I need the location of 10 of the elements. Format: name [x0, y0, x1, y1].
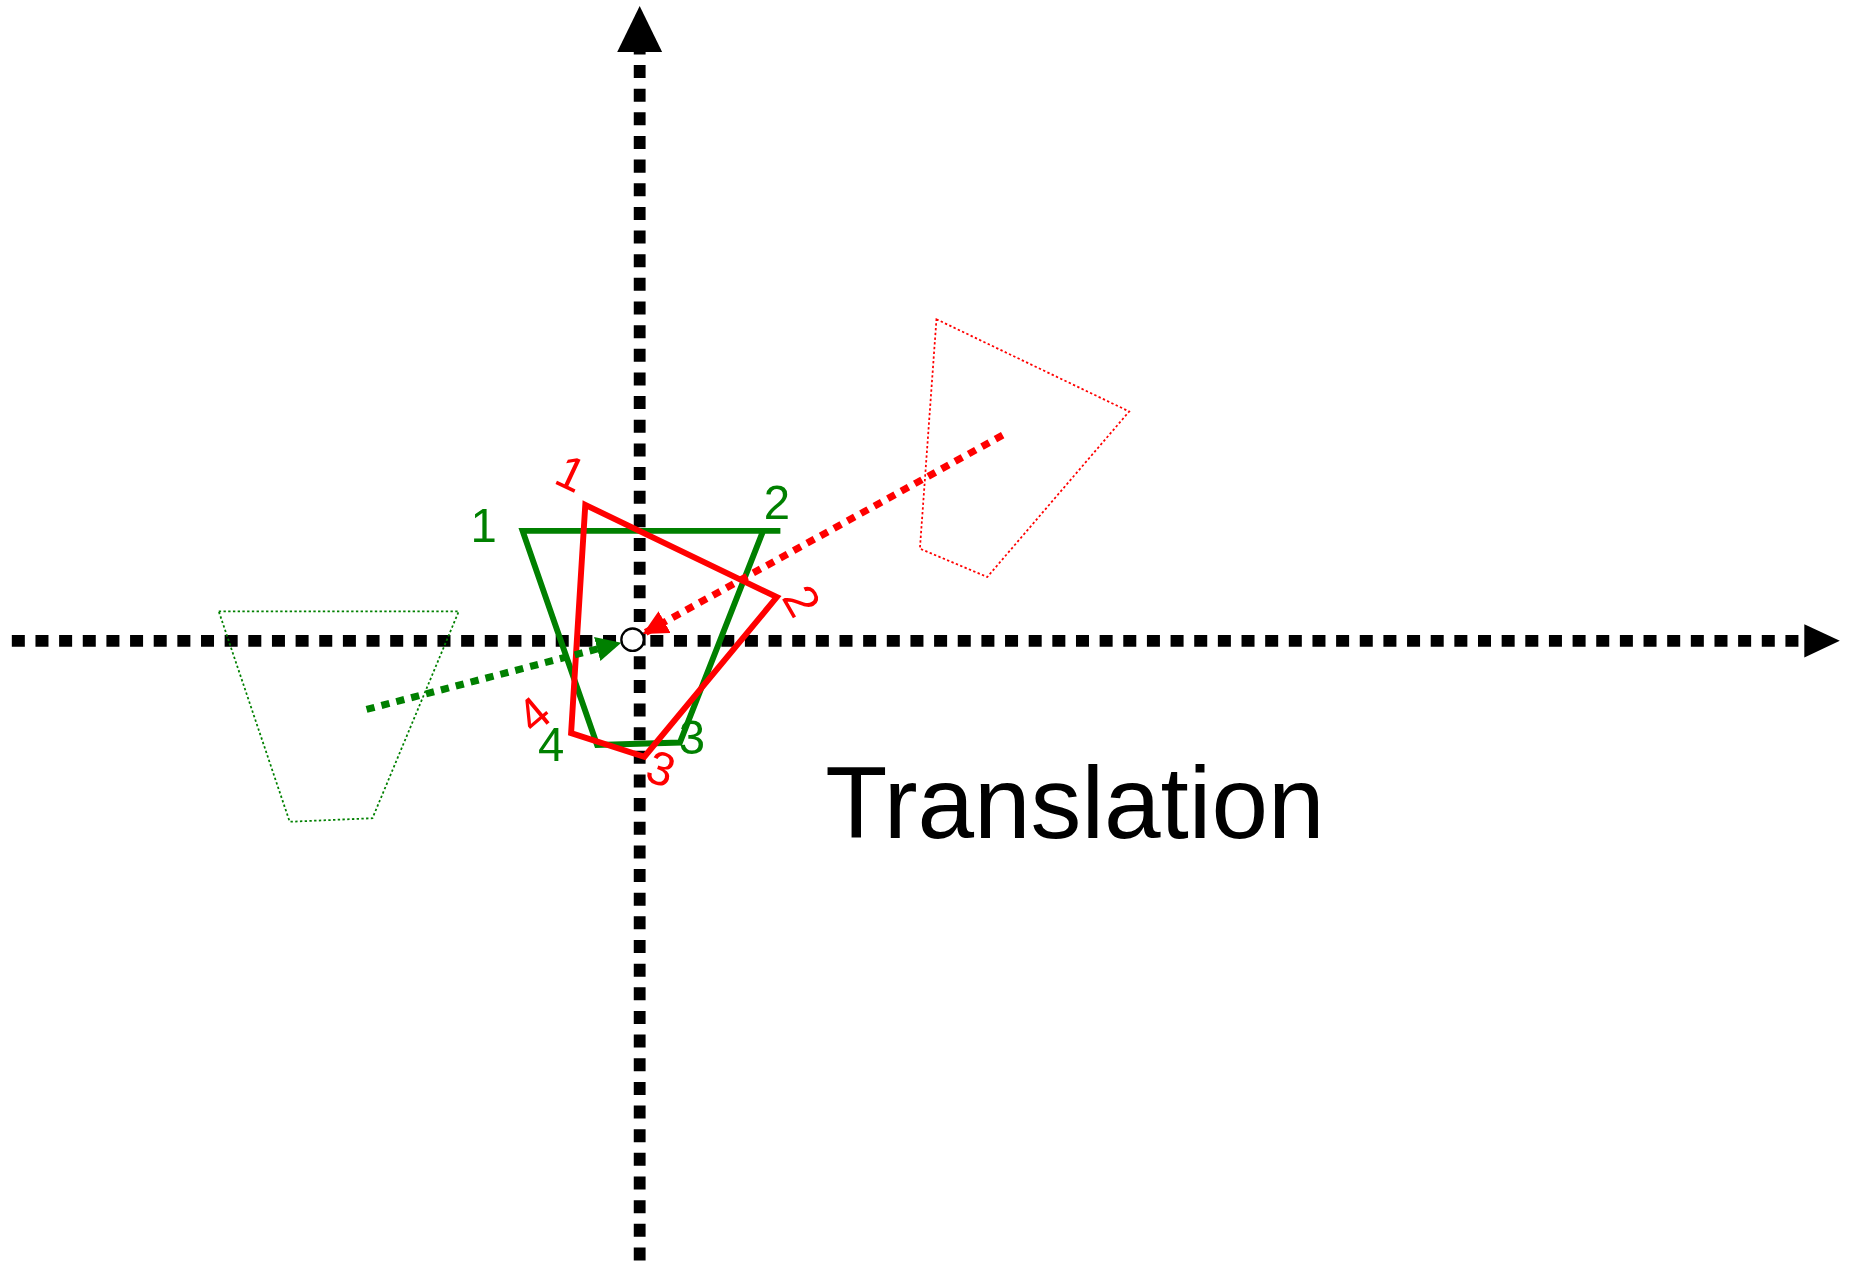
arrow — [365, 636, 622, 713]
title-text: Translation — [825, 749, 1325, 857]
dotted-quadrilateral — [917, 316, 1133, 580]
vertex-number: 3 — [640, 741, 682, 796]
vertex-number: 2 — [763, 478, 791, 527]
arrow — [642, 432, 1005, 636]
vertex-number: 1 — [470, 501, 497, 549]
vertex-number: 2 — [774, 577, 829, 624]
origin-circle — [619, 626, 646, 653]
vertex-number: 1 — [549, 445, 594, 500]
